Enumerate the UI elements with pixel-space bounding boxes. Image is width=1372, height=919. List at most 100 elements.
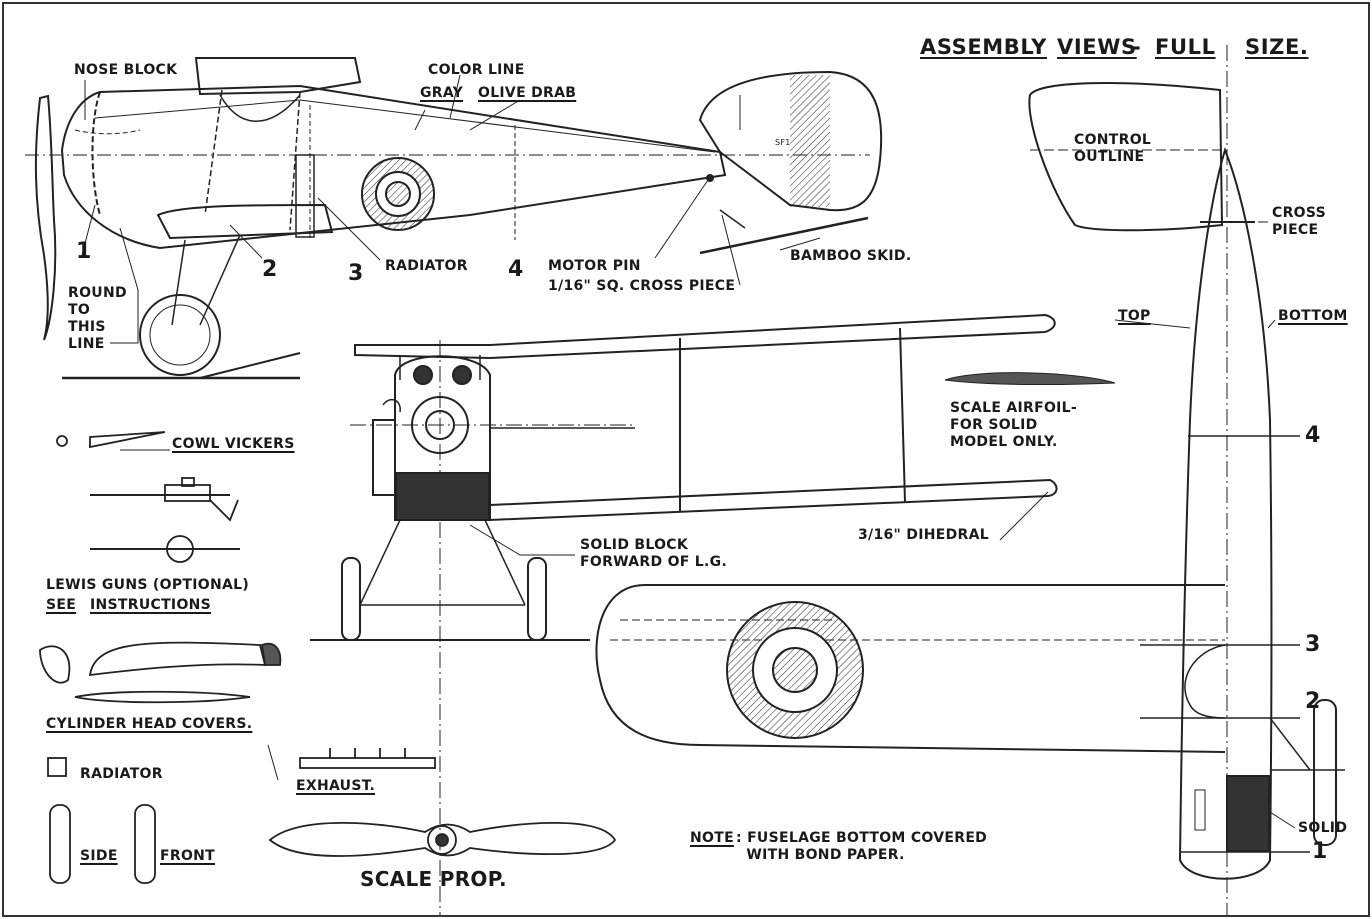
label-plan-station-2: 2 [1305, 689, 1321, 714]
label-cross-piece: 1/16" SQ. CROSS PIECE [548, 278, 736, 294]
prop-hub-inner [435, 833, 449, 847]
label-motor-pin: MOTOR PIN [548, 258, 641, 274]
parts [39, 431, 617, 884]
side-propeller [34, 94, 57, 341]
plan-lg-strut [1269, 717, 1311, 771]
front-upper-wing [354, 313, 1056, 360]
leader-solid [1269, 811, 1296, 829]
cylinder-head [413, 365, 433, 385]
lower-wing-section [156, 203, 334, 240]
color-line [94, 99, 716, 153]
label-round-to-line: ROUND TO THIS LINE [68, 285, 127, 352]
note-label: NOTE [690, 830, 734, 846]
front-wheel-left [341, 557, 361, 641]
plan-lower-wing [595, 584, 1226, 753]
plan-roundel-center [772, 647, 818, 693]
label-nose-block: NOSE BLOCK [74, 62, 178, 78]
cylinder-cover-side [88, 641, 267, 677]
motor-pin-dot [706, 174, 714, 182]
leader-dihedral [999, 491, 1049, 541]
leader-solid-block [469, 524, 575, 556]
leader-round-line [110, 227, 139, 344]
label-lewis-guns: LEWIS GUNS (OPTIONAL) [46, 577, 250, 593]
label-station-3: 3 [348, 261, 364, 286]
leader-color-line [449, 74, 461, 119]
leader-gray [414, 109, 426, 131]
front-lower-wing [489, 478, 1058, 522]
front-fuselage [394, 355, 491, 521]
label-radiator: RADIATOR [385, 258, 468, 274]
radiator-front [134, 804, 156, 884]
label-tail-mark: SF1 [775, 138, 791, 147]
cylinder-cover-nose [261, 642, 282, 666]
ground-slope [199, 352, 301, 379]
leader-station-1 [81, 204, 96, 256]
plan-solid-block [1226, 775, 1270, 852]
vickers-end [56, 435, 68, 447]
cockpit-opening [219, 94, 301, 122]
plan-fuselage [1178, 146, 1273, 880]
label-cross-piece-plan: CROSS PIECE [1272, 205, 1326, 238]
lg-strut-front [171, 239, 186, 326]
cabane-strut [289, 91, 301, 231]
side-view [25, 57, 883, 380]
label-plan-station-1: 1 [1312, 839, 1328, 864]
label-top: TOP [1118, 308, 1151, 324]
label-solid-block: SOLID BLOCK FORWARD OF L.G. [580, 537, 728, 570]
rudder-stripe [790, 75, 830, 207]
label-solid: SOLID [1298, 820, 1348, 836]
plan-wheel [1313, 699, 1337, 846]
leader-olive-drab [469, 99, 521, 131]
label-station-4: 4 [508, 257, 524, 282]
label-scale-prop: SCALE PROP. [360, 867, 507, 891]
lg-strut-rear [199, 234, 241, 326]
label-plan-station-3: 3 [1305, 632, 1321, 657]
label-dihedral: 3/16" DIHEDRAL [858, 527, 989, 543]
cylinder-head [452, 365, 472, 385]
cowl-vickers [89, 431, 166, 449]
front-wheel-right [527, 557, 547, 641]
label-see: SEE [46, 597, 77, 613]
round-line [74, 129, 141, 135]
title-assembly: ASSEMBLY [920, 35, 1047, 59]
label-scale-airfoil: SCALE AIRFOIL- FOR SOLID MODEL ONLY. [950, 400, 1077, 450]
label-olive-drab: OLIVE DRAB [478, 85, 577, 101]
leader-station-2 [229, 224, 263, 259]
radiator-side [49, 804, 71, 884]
title-size: SIZE. [1245, 35, 1309, 59]
plan-wing-root [1184, 644, 1226, 719]
lewis-gun-side [90, 477, 239, 522]
top-wing-section [194, 57, 362, 96]
cabane-strut [204, 89, 223, 216]
label-front: FRONT [160, 848, 216, 864]
front-lg-left [359, 519, 401, 606]
control-outline [1028, 82, 1224, 232]
front-gun [382, 398, 401, 413]
bamboo-skid [699, 216, 869, 255]
label-bamboo-skid: BAMBOO SKID. [790, 248, 912, 264]
leader-bamboo-skid [779, 237, 821, 251]
label-color-line: COLOR LINE [428, 62, 525, 78]
cylinder-cover-end [39, 645, 71, 684]
interplane-strut-outer [899, 327, 906, 503]
side-radiator [295, 154, 315, 238]
leader-motor-pin [654, 179, 709, 259]
plan-view [595, 45, 1345, 915]
label-gray: GRAY [420, 85, 464, 101]
label-side: SIDE [80, 848, 118, 864]
label-bottom: BOTTOM [1278, 308, 1348, 324]
title-views: VIEWS [1057, 35, 1137, 59]
cylinder-cover-top [74, 690, 251, 704]
front-solid-block [395, 472, 490, 521]
label-plan-station-4: 4 [1305, 423, 1321, 448]
leader-cross-piece [721, 214, 741, 286]
scale-airfoil [944, 372, 1116, 386]
lewis-gun-top [90, 535, 240, 563]
exhaust-pipe [299, 757, 436, 769]
title-dash: - [1132, 35, 1142, 59]
leader-radiator [317, 197, 381, 261]
front-radiator [372, 419, 396, 496]
front-view [310, 313, 1116, 915]
leader-exhaust [267, 744, 279, 781]
